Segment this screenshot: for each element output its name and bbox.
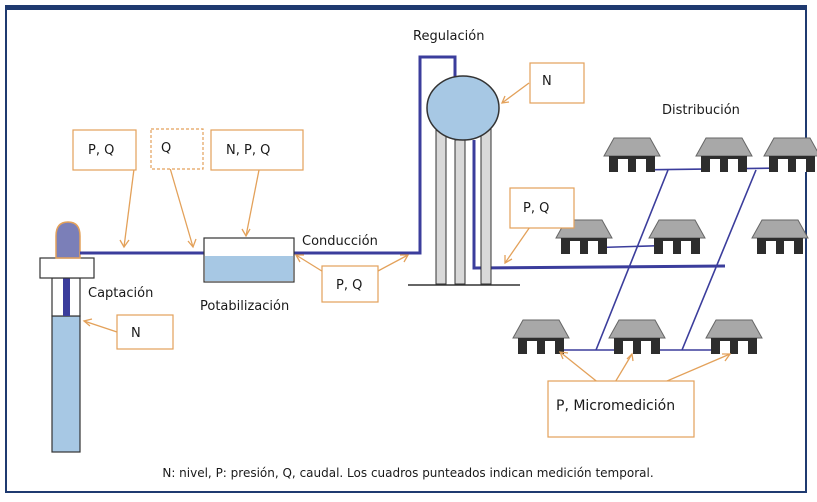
pipe-conduccion [294, 55, 457, 255]
elevated-tank [408, 75, 520, 286]
callout-pq-distribucion: P, Q [509, 187, 575, 229]
pump-icon [55, 221, 81, 259]
label-distribucion: Distribución [662, 103, 740, 118]
tank-sphere [426, 75, 500, 141]
svg-text:N: N [542, 74, 552, 89]
svg-text:Q: Q [161, 141, 171, 156]
svg-text:N, P, Q: N, P, Q [226, 143, 270, 158]
house-icon [763, 137, 817, 173]
house-icon [648, 219, 706, 255]
house-icon [705, 319, 763, 355]
callout-arrows [82, 82, 732, 385]
pipe-branch-2 [681, 169, 757, 351]
svg-text:P, Q: P, Q [523, 201, 549, 216]
well-captacion [39, 221, 95, 453]
house-icon [512, 319, 570, 355]
callout-n-pozo: N [116, 314, 174, 350]
callout-q-temporal: Q [150, 128, 204, 170]
label-conduccion: Conducción [302, 234, 378, 249]
house-icon [751, 219, 809, 255]
pipe-distribucion-main [472, 140, 726, 270]
callout-pq-captacion: P, Q [72, 129, 137, 171]
callout-micromedicion: P, Micromedición [547, 380, 695, 438]
svg-text:P, Micromedición: P, Micromedición [556, 398, 675, 414]
house-icon [608, 319, 666, 355]
callout-pq-conduccion: P, Q [321, 265, 379, 303]
callout-npq-potabilizacion: N, P, Q [210, 129, 304, 171]
svg-text:P, Q: P, Q [336, 278, 362, 293]
house-icon [603, 137, 661, 173]
pipes [80, 55, 785, 351]
figure-caption: N: nivel, P: presión, Q, caudal. Los cua… [162, 466, 653, 480]
label-potabilizacion: Potabilización [200, 299, 289, 314]
houses [512, 137, 817, 355]
house-icon [695, 137, 753, 173]
treatment-tank [203, 237, 295, 283]
callout-n-tanque: N [529, 62, 585, 104]
svg-text:N: N [131, 326, 141, 341]
pipe-branch-1 [595, 169, 669, 351]
label-regulacion: Regulación [413, 29, 484, 44]
figure-frame [5, 5, 807, 493]
label-captacion: Captación [88, 286, 153, 301]
svg-text:P, Q: P, Q [88, 143, 114, 158]
